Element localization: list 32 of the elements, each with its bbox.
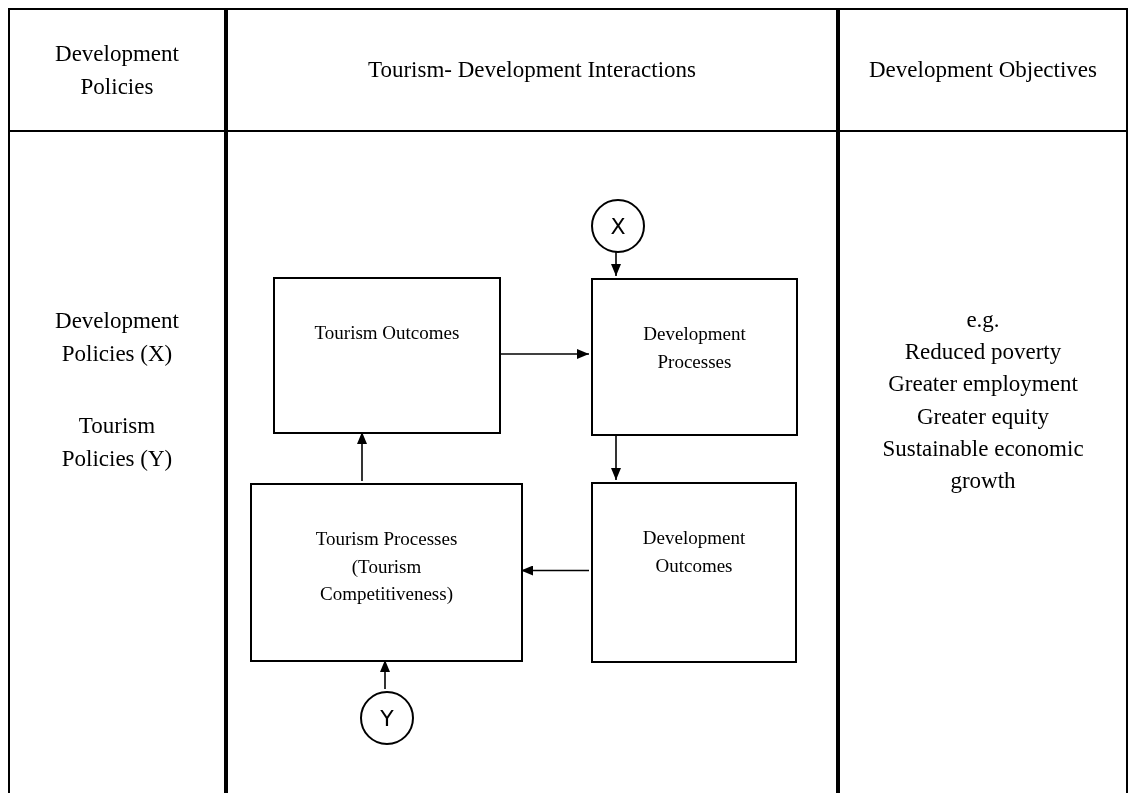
- table-column: [8, 130, 226, 793]
- objective-text: Sustainable economic growth: [881, 434, 1085, 495]
- box-text: Development Outcomes: [641, 526, 747, 578]
- arrow: [380, 659, 390, 690]
- arrow: [520, 565, 590, 576]
- column-header: [838, 8, 1128, 130]
- process-box: [591, 482, 797, 663]
- box-text: Tourism Processes (Tourism Competitiveness): [314, 527, 459, 607]
- header-text: Development Policies: [54, 39, 180, 101]
- objective-text: Greater equity: [915, 402, 1051, 431]
- header-text: Development Objectives: [869, 56, 1097, 85]
- arrow: [611, 250, 621, 277]
- box-text: Tourism Outcomes: [314, 321, 460, 345]
- policy-text: Tourism Policies (Y): [60, 411, 174, 474]
- process-box: [273, 277, 501, 434]
- table-column: [838, 130, 1128, 793]
- column-header: [8, 8, 226, 130]
- arrow: [498, 349, 590, 359]
- objective-text: Greater employment: [887, 370, 1079, 399]
- objective-text: Reduced poverty: [903, 338, 1063, 367]
- arrow: [611, 433, 621, 481]
- circle-label: X: [610, 212, 626, 241]
- process-box: [591, 278, 798, 436]
- arrow: [357, 431, 367, 482]
- table-column: [226, 130, 838, 793]
- header-text: Tourism- Development Interactions: [368, 56, 696, 85]
- policy-text: Development Policies (X): [54, 307, 180, 369]
- objective-text: e.g.: [965, 306, 1001, 334]
- column-header: [226, 8, 838, 130]
- circle-label: Y: [380, 704, 394, 733]
- box-text: Development Processes: [642, 322, 747, 374]
- process-box: [250, 483, 523, 662]
